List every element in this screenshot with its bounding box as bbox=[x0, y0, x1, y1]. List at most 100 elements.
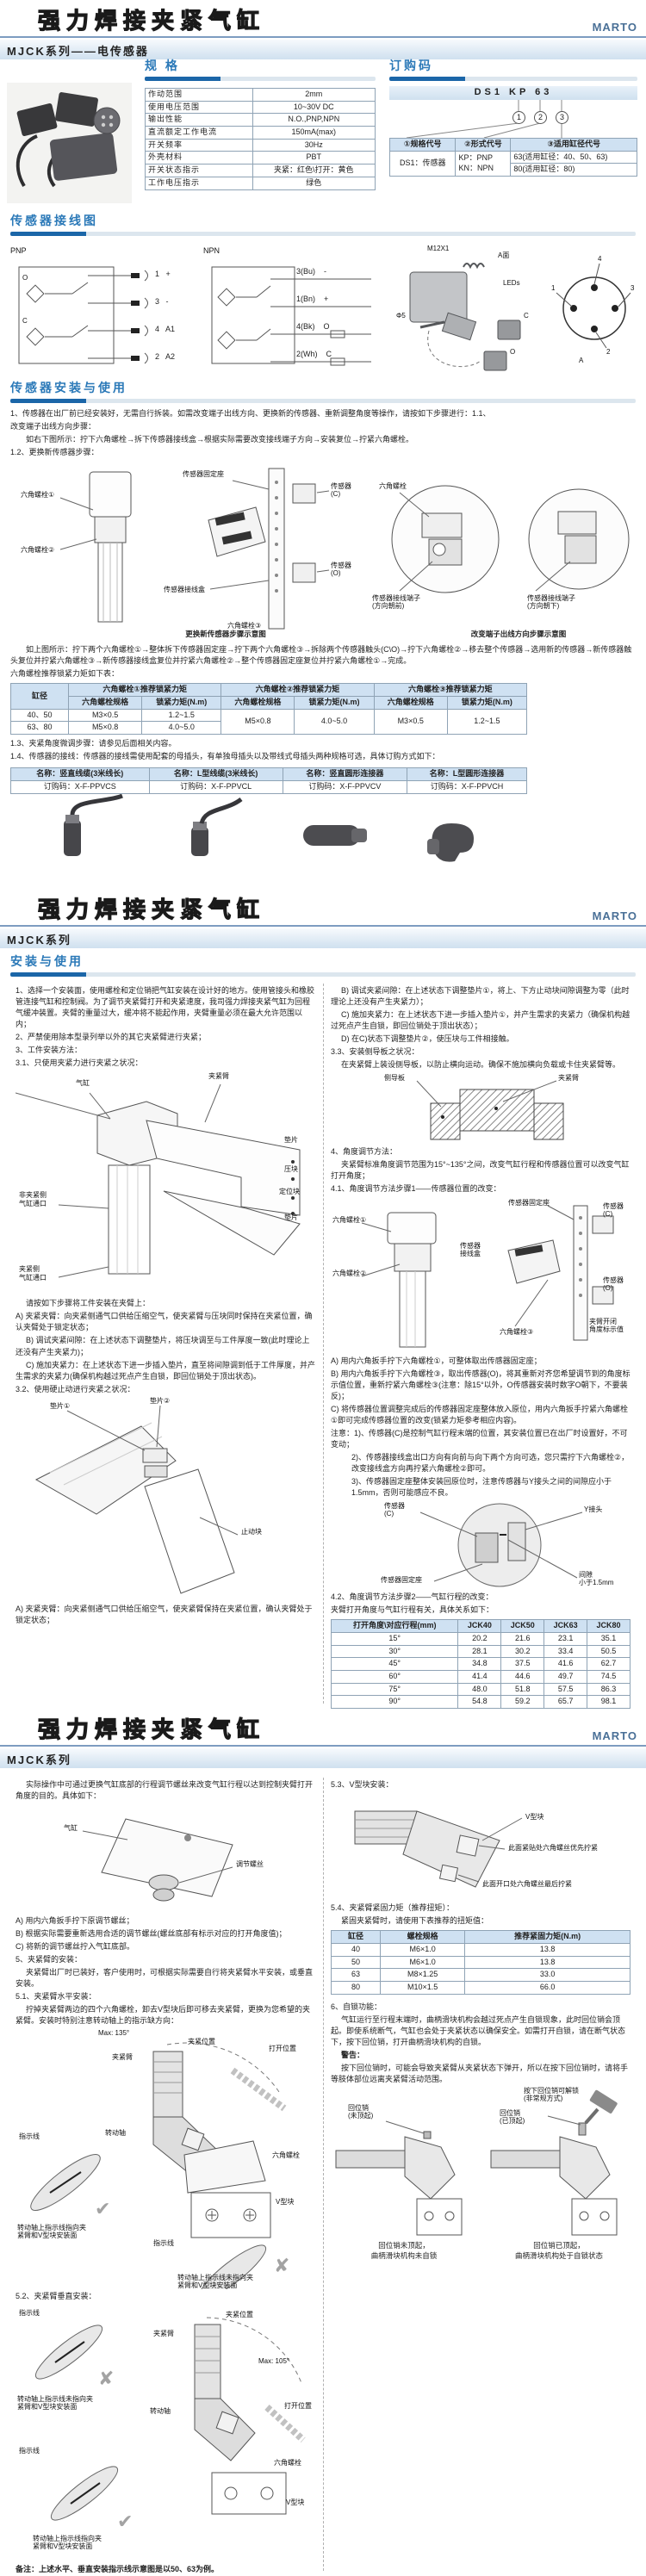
pin4-label: 4 bbox=[598, 255, 602, 263]
connector-photos bbox=[10, 793, 527, 868]
install-section: 传感器安装与使用 1、传感器在出厂前已经安装好，无需自行拆装。如需改变端子出线方… bbox=[10, 379, 636, 868]
fig-label: 转动轴上指示线指向夹 紧臂和V型块安装面 bbox=[33, 2534, 102, 2550]
para: 备注：上述水平、垂直安装指示线示意图是以50、63为例。 bbox=[16, 2564, 220, 2573]
cell: M6×1.0 bbox=[380, 1955, 466, 1970]
right-column: B) 调试夹紧间隙：在上述状态下调整垫片①，将上、下方止动块间隙调整为零（此时理… bbox=[323, 984, 637, 1709]
col-header: 名称：L型圆形连接器 bbox=[407, 767, 527, 781]
col-header: 锁紧力矩(N.m) bbox=[294, 696, 375, 710]
pnp-label: PNP bbox=[10, 246, 27, 255]
fig-label: 气缸 bbox=[64, 1824, 78, 1833]
para: 如右下图所示：拧下六角螺栓→拆下传感器接线盒→根据实际需要改变接线端子方向→安装… bbox=[26, 435, 414, 444]
use-heading-bar bbox=[10, 972, 636, 977]
cell: M5×0.8 bbox=[67, 721, 143, 736]
install-heading: 传感器安装与使用 bbox=[10, 381, 127, 394]
pin2-label: 2 bbox=[606, 348, 611, 356]
stroke-screw-art bbox=[82, 1818, 233, 1902]
cell: 30.2 bbox=[500, 1644, 545, 1659]
fig-label: 六角螺栓 bbox=[379, 482, 407, 491]
fig-label: 定位块 bbox=[279, 1188, 300, 1196]
hard-stop-figure: 垫片① 垫片② 止动块 bbox=[16, 1397, 316, 1602]
col-header: 缸径 bbox=[10, 683, 69, 710]
npn-label: NPN bbox=[203, 246, 221, 255]
fig-label: 传感器接线盒 bbox=[164, 586, 205, 594]
fig-label: 传感器 (C) bbox=[331, 482, 351, 499]
para: 4.1、角度调节方法步骤1——传感器位置的改变： bbox=[331, 1184, 501, 1194]
figure-caption: 回位销已顶起， 曲柄滑块机构处于自锁状态 bbox=[514, 2240, 603, 2260]
fig-label: 此面紧贴处六角螺丝优先拧紧 bbox=[508, 1844, 598, 1853]
cell: 109.6 bbox=[587, 1707, 630, 1709]
cell: 4.0~5.0 bbox=[294, 708, 375, 736]
pnp-circuit-diagram: PNP O C 1 + 3 - 4 A1 2 A2 bbox=[10, 246, 193, 374]
fig-label: 六角螺栓① bbox=[332, 1215, 367, 1224]
col-header: 名称：竖直线缆(3米线长) bbox=[10, 767, 150, 781]
pnp-pin-1: 1 + bbox=[155, 270, 171, 278]
cell: M3×0.5 bbox=[67, 708, 143, 723]
fig-label: 转动轴上指示线未指向夹 紧臂和V型块安装面 bbox=[17, 2394, 93, 2411]
fig-label: 回位销 (已顶起) bbox=[500, 2108, 525, 2126]
use-section-head: 安装与使用 bbox=[10, 953, 636, 982]
connector-table: 名称：竖直线缆(3米线长) 名称：L型线缆(3米线长) 名称：竖直圆形连接器 名… bbox=[10, 767, 527, 794]
fig-label: 夹紧侧 气缸通口 bbox=[19, 1265, 47, 1282]
col-header: 六角螺栓规格 bbox=[221, 696, 295, 710]
para: A) 用内六角扳手拧下原调节螺丝； bbox=[16, 1916, 134, 1926]
cell: 作动范围 bbox=[145, 88, 253, 102]
cell: 40、50 bbox=[10, 708, 69, 723]
cell: 150mA(max) bbox=[252, 126, 376, 140]
col-header: 六角螺栓规格 bbox=[67, 696, 143, 710]
col-header: 六角螺栓规格 bbox=[373, 696, 448, 710]
para: 请按如下步骤将工件安装在夹臂上： bbox=[26, 1299, 151, 1308]
fig-label: 指示线 bbox=[19, 2132, 40, 2140]
cell: 使用电压范围 bbox=[145, 100, 253, 115]
table-row: 63、80 M5×0.8 4.0~5.0 bbox=[10, 721, 527, 736]
para: 3.2、使用硬止动进行夹紧之状况： bbox=[16, 1384, 135, 1394]
cell: 订购码：X-F-PPVCL bbox=[148, 779, 283, 794]
cell: 63(适用缸径：40、50、63) bbox=[510, 150, 637, 164]
para: 六角螺栓推荐锁紧力矩如下表： bbox=[10, 669, 120, 679]
col-header: 打开角度\对应行程(mm) bbox=[330, 1619, 459, 1633]
para: 按下回位销时，可能会导致夹紧臂从夹紧状态下弹开，所以在按下回位销时，请将手等肢体… bbox=[331, 2063, 629, 2083]
para: B) 调试夹紧间隙：在上述状态下调整垫片①，将上、下方止动块间隙调整为零（此时理… bbox=[331, 986, 630, 1007]
cell: 49.7 bbox=[544, 1669, 588, 1684]
figure-caption: 回位销未顶起， 曲柄滑块机构未自锁 bbox=[370, 2240, 438, 2260]
fig-label: 转动轴上指示线指向夹 紧臂和V型块安装面 bbox=[17, 2223, 86, 2239]
cell: 35.1 bbox=[587, 1631, 630, 1646]
para: A) 用内六角扳手拧下六角螺栓①，可整体取出传感器固定座； bbox=[331, 1356, 542, 1365]
col-header: JCK63 bbox=[544, 1619, 588, 1633]
self-lock-art bbox=[335, 2089, 618, 2236]
pnp-pin-2: 2 A2 bbox=[155, 352, 176, 361]
wiring-heading-bar bbox=[10, 232, 636, 236]
fig-label: 传感器 (O) bbox=[331, 562, 351, 578]
cell: 63 bbox=[330, 1968, 382, 1982]
cell: 夹紧：红色\打开：黄色 bbox=[252, 164, 376, 177]
fig-label: 六角螺栓③ bbox=[500, 1327, 534, 1336]
m12-connector-diagram: M12X1 A面 LEDs Φ5 C O bbox=[394, 245, 543, 376]
table-row: 工作电压指示绿色 bbox=[145, 176, 376, 190]
fig-label: 传感器固定座 bbox=[508, 1198, 550, 1207]
cell: 65.7 bbox=[544, 1695, 588, 1709]
pin-face-art bbox=[556, 263, 631, 349]
cell: DS1：传感器 bbox=[388, 150, 457, 177]
npn-circuit-art bbox=[211, 266, 371, 366]
order-heading-bar bbox=[389, 77, 637, 81]
cell: 13.8 bbox=[464, 1955, 630, 1970]
cell: 63、80 bbox=[10, 721, 69, 736]
table-row: DS1：传感器 KP：PNP KN：NPN 63(适用缸径：40、50、63) bbox=[388, 150, 637, 177]
series-subtitle: MJCK系列 bbox=[0, 1748, 646, 1768]
para: C) 施加夹紧力：在上述状态下进一步插入垫片①，并产生需求的夹紧力（确保机构越过… bbox=[331, 1010, 630, 1031]
cell: 41.6 bbox=[544, 1657, 588, 1671]
pin-face-view: 4 3 1 2 A bbox=[550, 255, 639, 372]
para: 在夹紧臂上装设侧导板，以防止横向运动。确保不施加横向负载或卡住夹紧臂等。 bbox=[341, 1060, 621, 1070]
cell: M5×0.8 bbox=[221, 708, 295, 736]
col-header: JCK50 bbox=[500, 1619, 545, 1633]
col-header: JCK40 bbox=[457, 1619, 502, 1633]
cell: 62.7 bbox=[587, 1657, 630, 1671]
cell: 45° bbox=[330, 1657, 459, 1671]
para: 5.2、夹紧臂垂直安装： bbox=[16, 2291, 96, 2300]
para: A) 夹紧夹臂：向夹紧侧通气口供给压缩空气，使夹紧臂保持在夹紧位置，确认夹臂处于… bbox=[16, 1604, 313, 1624]
